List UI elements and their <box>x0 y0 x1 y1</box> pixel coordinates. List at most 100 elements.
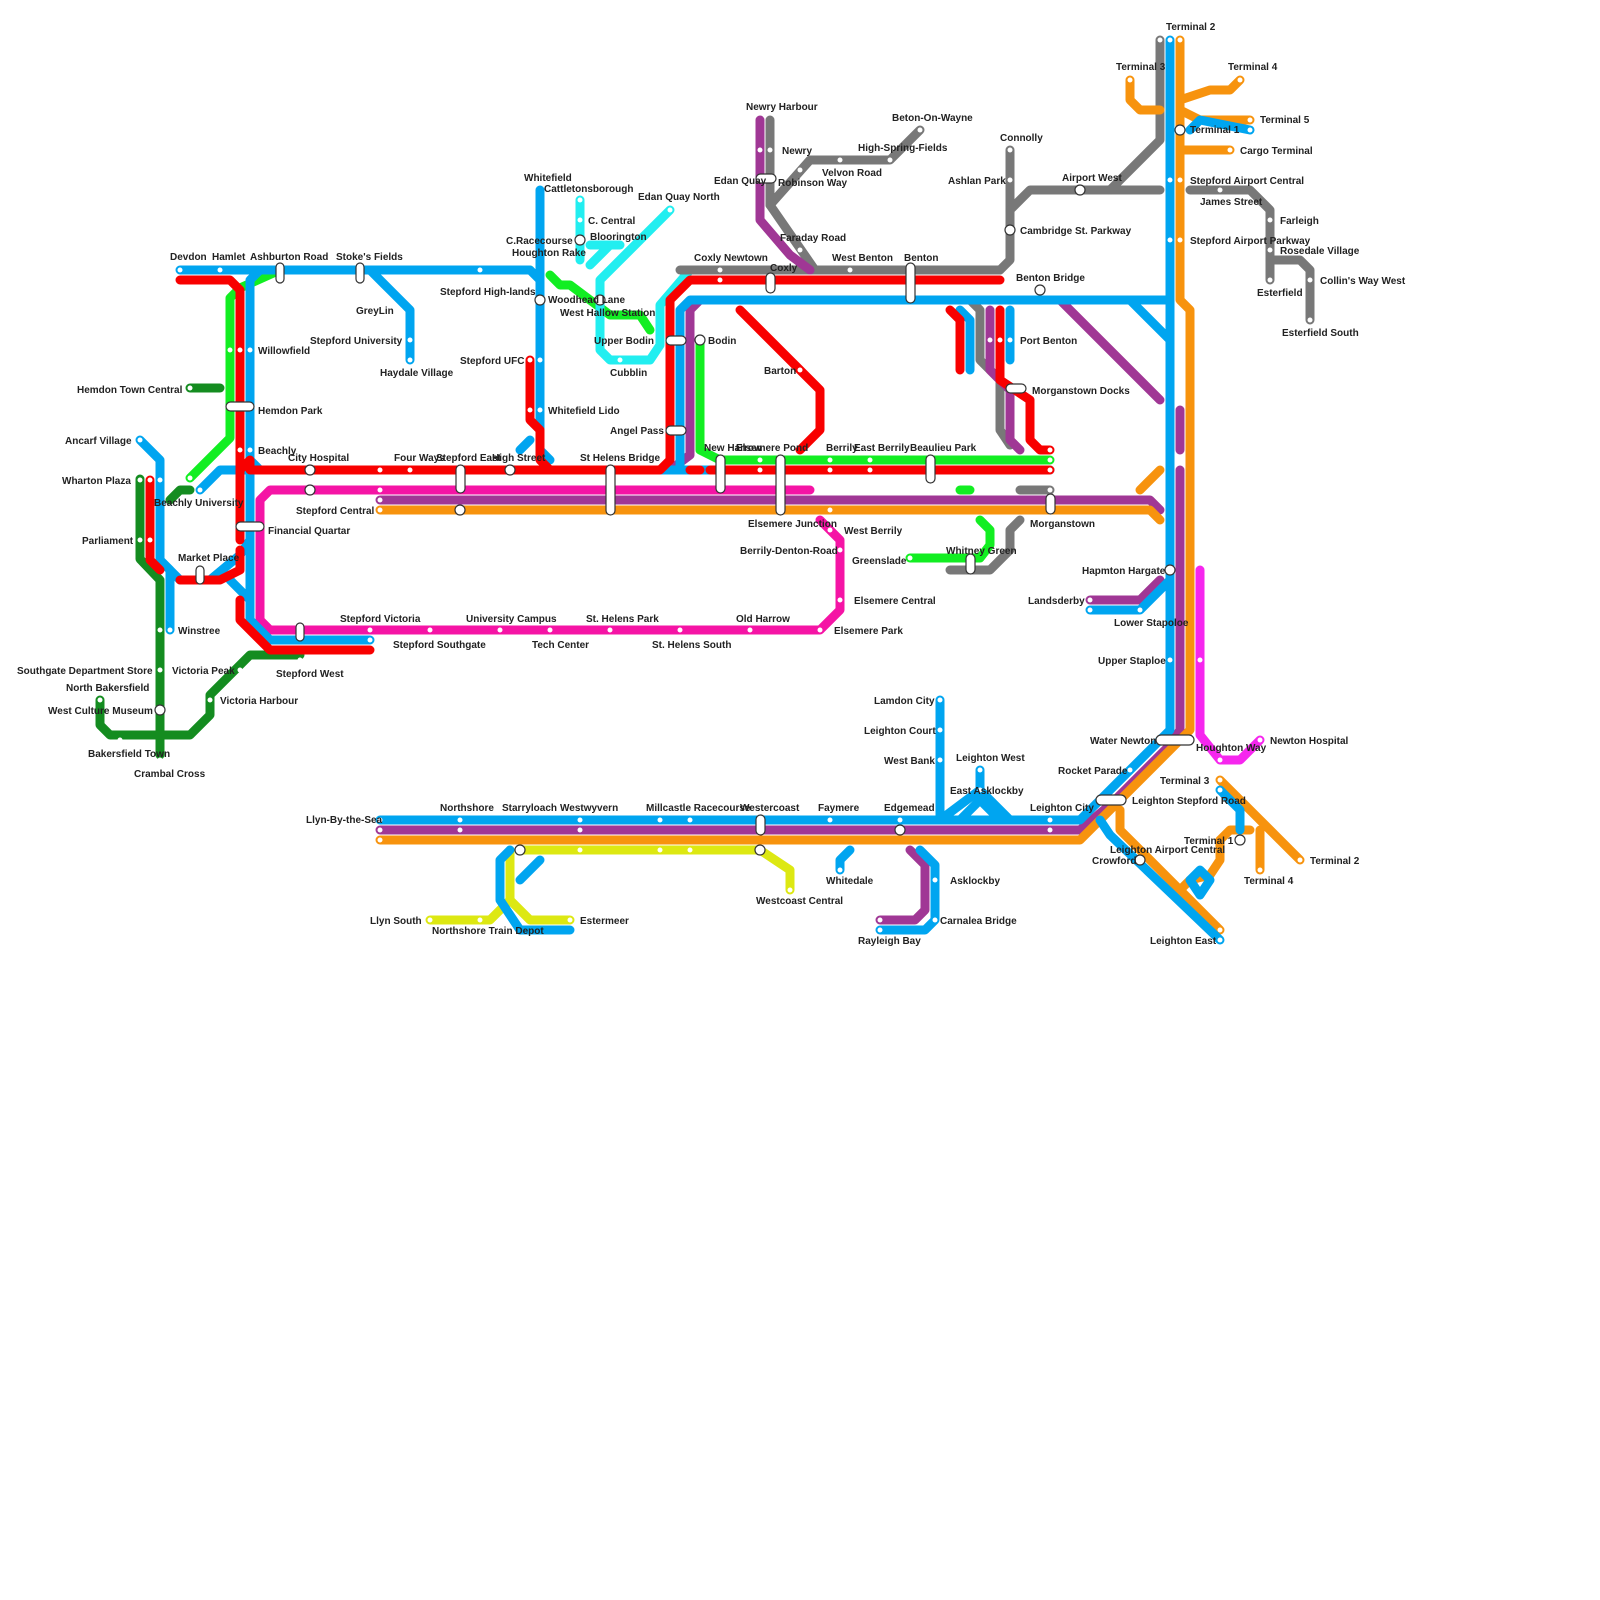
label-upper-bodin: Upper Bodin <box>594 336 654 347</box>
label-cargo-terminal: Cargo Terminal <box>1240 146 1313 157</box>
label-faraday-road: Faraday Road <box>780 233 846 244</box>
label-victoria-peak: Victoria Peak <box>172 666 235 677</box>
label-newry-harbour: Newry Harbour <box>746 102 818 113</box>
label-west-berrily: West Berrily <box>844 526 903 537</box>
label-st-helens-park: St. Helens Park <box>586 614 659 625</box>
label-leighton-city: Leighton City <box>1030 803 1094 814</box>
label-estermeer: Estermeer <box>580 916 629 927</box>
label-coxly: Coxly <box>770 263 798 274</box>
label-west-bank: West Bank <box>884 756 935 767</box>
label-st-helens-bridge: St Helens Bridge <box>580 453 660 464</box>
label-westwyvern: Westwyvern <box>560 803 618 814</box>
label-airport-west: Airport West <box>1062 173 1122 184</box>
line-pink <box>255 485 845 635</box>
label-terminal-3-b: Terminal 3 <box>1160 776 1210 787</box>
label-james-street: James Street <box>1200 197 1263 208</box>
label-lamdon-city: Lamdon City <box>874 696 935 707</box>
label-faymere: Faymere <box>818 803 860 814</box>
label-landsderby: Landsderby <box>1028 596 1085 607</box>
label-beachly-university: Beachly University <box>154 498 244 509</box>
label-llyn-by-the-sea: Llyn-By-the-Sea <box>306 815 383 826</box>
label-stepford-southgate: Stepford Southgate <box>393 640 486 651</box>
label-collins-way-west: Collin's Way West <box>1320 276 1406 287</box>
label-university-campus: University Campus <box>466 614 557 625</box>
label-rayleigh-bay: Rayleigh Bay <box>858 936 921 947</box>
label-velvon-road: Velvon Road <box>822 168 882 179</box>
label-terminal-2-a: Terminal 2 <box>1166 22 1216 33</box>
label-barton: Barton <box>764 366 796 377</box>
interchange-markers <box>154 124 1246 866</box>
label-cambridge-st-parkway: Cambridge St. Parkway <box>1020 226 1132 237</box>
label-angel-pass: Angel Pass <box>610 426 664 437</box>
label-houghton-way: Houghton Way <box>1196 743 1267 754</box>
label-hamlet: Hamlet <box>212 252 246 263</box>
label-terminal-1-a: Terminal 1 <box>1190 125 1240 136</box>
label-starryloach: Starryloach <box>502 803 557 814</box>
label-north-bakersfield: North Bakersfield <box>66 683 149 694</box>
label-whitedale: Whitedale <box>826 876 874 887</box>
station-labels: Devdon Hamlet Ashburton Road Stoke's Fie… <box>17 22 1406 947</box>
label-stepford-airport-central: Stepford Airport Central <box>1190 176 1304 187</box>
label-crambal-cross: Crambal Cross <box>134 769 206 780</box>
label-beaulieu-park: Beaulieu Park <box>910 443 977 454</box>
label-four-ways: Four Ways <box>394 453 445 464</box>
label-edgemead: Edgemead <box>884 803 935 814</box>
label-cattletonsborough: Cattletonsborough <box>544 184 633 195</box>
label-high-street: High Street <box>492 453 546 464</box>
label-northshore: Northshore <box>440 803 494 814</box>
label-leighton-west: Leighton West <box>956 753 1025 764</box>
label-st-helens-south: St. Helens South <box>652 640 731 651</box>
label-westercoast: Westercoast <box>740 803 800 814</box>
line-yellow <box>425 845 795 925</box>
label-woodhead-lane: Woodhead Lane <box>548 295 625 306</box>
label-greylin: GreyLin <box>356 306 394 317</box>
label-port-benton: Port Benton <box>1020 336 1077 347</box>
label-east-asklockby: East Asklockby <box>950 786 1024 797</box>
label-leighton-airport-central: Leighton Airport Central <box>1110 845 1225 856</box>
label-victoria-harbour: Victoria Harbour <box>220 696 298 707</box>
label-wharton-plaza: Wharton Plaza <box>62 476 131 487</box>
label-esterfield: Esterfield <box>1257 288 1303 299</box>
label-hemdon-town-central: Hemdon Town Central <box>77 385 183 396</box>
station-stops <box>97 37 1313 943</box>
label-haydale-village: Haydale Village <box>380 368 454 379</box>
label-berrily-denton-road: Berrily-Denton-Road <box>740 546 838 557</box>
label-elsemere-central: Elsemere Central <box>854 596 936 607</box>
label-rocket-parade: Rocket Parade <box>1058 766 1128 777</box>
label-northshore-train-depot: Northshore Train Depot <box>432 926 544 937</box>
label-cubblin: Cubblin <box>610 368 647 379</box>
label-parliament: Parliament <box>82 536 134 547</box>
label-bodin: Bodin <box>708 336 736 347</box>
label-stepford-east: Stepford East <box>436 453 502 464</box>
label-edan-quay: Edan Quay <box>714 176 767 187</box>
label-benton-bridge: Benton Bridge <box>1016 273 1085 284</box>
label-farleigh: Farleigh <box>1280 216 1319 227</box>
label-terminal-5: Terminal 5 <box>1260 115 1310 126</box>
label-west-culture-museum: West Culture Museum <box>48 706 153 717</box>
label-whitefield: Whitefield <box>524 173 572 184</box>
label-willowfield: Willowfield <box>258 346 310 357</box>
label-llyn-south: Llyn South <box>370 916 422 927</box>
label-stepford-ufc: Stepford UFC <box>460 356 524 367</box>
label-beton-on-wayne: Beton-On-Wayne <box>892 113 973 124</box>
line-magenta <box>1195 565 1265 765</box>
label-c-central: C. Central <box>588 216 635 227</box>
label-hemdon-park: Hemdon Park <box>258 406 323 417</box>
label-morganstown: Morganstown <box>1030 519 1095 530</box>
label-whitney-green: Whitney Green <box>946 546 1017 557</box>
label-financial-quartar: Financial Quartar <box>268 526 350 537</box>
label-westcoast-central: Westcoast Central <box>756 896 843 907</box>
label-ashlan-park: Ashlan Park <box>948 176 1006 187</box>
label-high-spring-fields: High-Spring-Fields <box>858 143 948 154</box>
label-elsemere-pond: Elsemere Pond <box>736 443 808 454</box>
label-bloorington: Bloorington <box>590 232 647 243</box>
label-water-newton: Water Newton <box>1090 736 1156 747</box>
label-bakersfield-town: Bakersfield Town <box>88 749 170 760</box>
label-old-harrow: Old Harrow <box>736 614 790 625</box>
label-elsemere-junction: Elsemere Junction <box>748 519 837 530</box>
label-terminal-4-a: Terminal 4 <box>1228 62 1278 73</box>
label-terminal-2-b: Terminal 2 <box>1310 856 1360 867</box>
label-ashburton-road: Ashburton Road <box>250 252 328 263</box>
label-city-hospital: City Hospital <box>288 453 349 464</box>
label-morganstown-docks: Morganstown Docks <box>1032 386 1130 397</box>
